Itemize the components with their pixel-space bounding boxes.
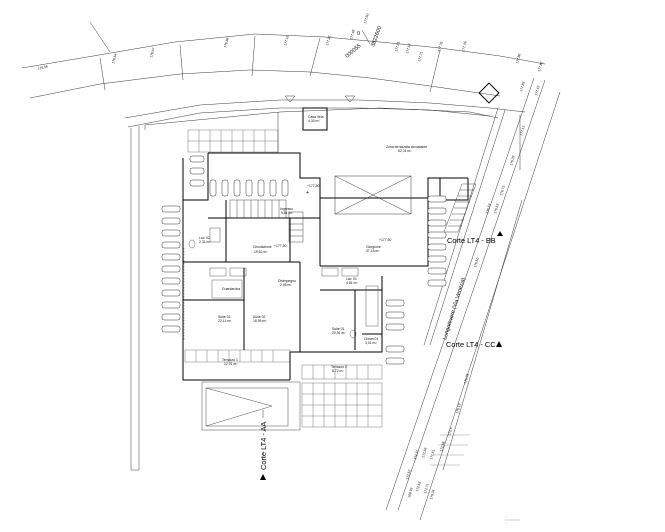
elevation-label: 176,35 [463, 373, 470, 384]
parcel-label: 000055 [344, 43, 362, 59]
room-area: 37,16 m² [366, 249, 380, 253]
parcel-label: 0 [357, 31, 360, 37]
elevation-label: 177,76 [437, 41, 444, 52]
room-name: Ingresso [280, 207, 293, 211]
stairs [201, 183, 477, 431]
room-name: Closet 01 [364, 337, 378, 341]
room-name: Suite 03 [218, 315, 231, 319]
room-name: Suite 01 [332, 327, 345, 331]
section-cut-cc: Corte LT4 - CC [446, 340, 502, 349]
room-name: Terrazzo 1 [222, 358, 238, 362]
section-arrow-icon [497, 231, 503, 236]
section-arrow-icon [496, 341, 502, 347]
level-cross: + [306, 190, 309, 196]
elevation-label: 172,4 [447, 427, 453, 436]
elevation-label: 169,92 [407, 487, 414, 498]
bathroom-fixtures [183, 227, 379, 340]
elevation-label: 177,48 [349, 29, 356, 40]
elevation-labels: 176,56 176,54 176,67 176,86 177,15 177,3… [37, 13, 543, 500]
elevation-label: 177,15 [283, 35, 290, 46]
room-area: 2,55 m² [280, 283, 292, 287]
room-area: 12,01 m² [224, 362, 238, 366]
section-arrow-icon [260, 474, 266, 480]
elevation-label: 176,73 [499, 185, 506, 196]
elevation-label: 176,67 [149, 47, 156, 58]
elevation-label: 176,52 [493, 203, 500, 214]
level-markers: +177,50 +177,50 +177,50 + [274, 184, 391, 248]
room-area: 3,01 m² [365, 341, 377, 345]
room-name: Circolazione [253, 245, 272, 249]
elevation-label: 177,42 [534, 85, 541, 96]
section-label: Corte LT4 - AA [259, 422, 268, 470]
section-label: Corte LT4 - CC [446, 340, 496, 349]
elevation-label: 172,63 [415, 481, 422, 492]
elevation-label: 176,56 [37, 64, 48, 71]
section-label: Corte LT4 - BB [447, 236, 496, 245]
room-area: 4,81 m² [346, 281, 358, 285]
elevation-label: 177,50 [363, 13, 370, 24]
elevation-label: 172,56 [421, 447, 428, 458]
room-name: Casa Vela [308, 115, 324, 119]
elevation-label: 172,61 [429, 449, 436, 460]
room-area: 52,31 m² [398, 149, 412, 153]
elevation-label: 177,71 [417, 51, 424, 62]
elevation-label: 177,33 [325, 35, 332, 46]
room-area: 9,81 m² [281, 211, 293, 215]
elevation-label: 176,54 [111, 53, 118, 64]
elevation-label: 177,86 [515, 53, 522, 64]
section-cut-aa: Corte LT4 - AA [259, 410, 268, 480]
elevation-label: 177,52 [405, 43, 412, 54]
room-name: Lav. 02 [199, 236, 210, 240]
perimeter-planters [161, 155, 447, 365]
elevation-label: 172,51 [413, 449, 420, 460]
street-label: Lungotevere (Via Venezia) [442, 277, 467, 341]
elevation-label: 177,12 [519, 125, 526, 136]
room-name: Suite 02 [253, 315, 266, 319]
elevation-label: 172,52 [405, 469, 412, 480]
elevation-label: 177,83 [519, 81, 526, 92]
parcel-labels: 3822600 000055 0 [344, 26, 383, 60]
room-name: Zona terrazzata circostante [386, 145, 427, 149]
room-name: Lav. 01 [346, 277, 357, 281]
room-area: 4,30 m² [308, 119, 320, 123]
room-area: 22,11 m² [218, 319, 232, 323]
room-area: 8,72 m² [332, 369, 344, 373]
building-walls [144, 107, 499, 381]
room-name: Terrazzo 2 [331, 365, 347, 369]
level-marker: +177,50 [379, 238, 391, 242]
elevation-label: 176,29 [509, 155, 516, 166]
elevation-label: 177,61 [394, 41, 401, 52]
elevation-label: 176,50 [473, 257, 480, 268]
room-name: Giorgione [366, 245, 381, 249]
elevation-label: 172,58 [439, 441, 446, 452]
room-area: 19,52 m² [254, 250, 268, 254]
elevation-label: 170,24 [429, 489, 436, 500]
elevation-label: 177,79 [461, 41, 468, 52]
parcel-label: 3822600 [370, 26, 383, 48]
elevation-label: 176,19 [455, 403, 462, 414]
level-marker: +177,50 [274, 244, 286, 248]
elevation-label: 172,71 [423, 483, 430, 494]
room-name: Disimpegno [278, 279, 296, 283]
site-boundary-lines [21, 21, 561, 521]
elevation-label: 176,86 [223, 37, 230, 48]
room-area: 18,95 m² [253, 319, 267, 323]
room-area: 2,31 m² [199, 240, 211, 244]
room-name: Guardaroba [222, 287, 240, 291]
elevation-label: 177,82 [537, 61, 544, 72]
section-cut-bb: Corte LT4 - BB [447, 231, 503, 245]
room-labels: Casa Vela 4,30 m² Zona terrazzata circos… [199, 115, 427, 373]
room-area: 20,91 m² [332, 331, 346, 335]
level-marker: +177,50 [307, 184, 319, 188]
elevation-label: 176,52 [485, 203, 492, 214]
